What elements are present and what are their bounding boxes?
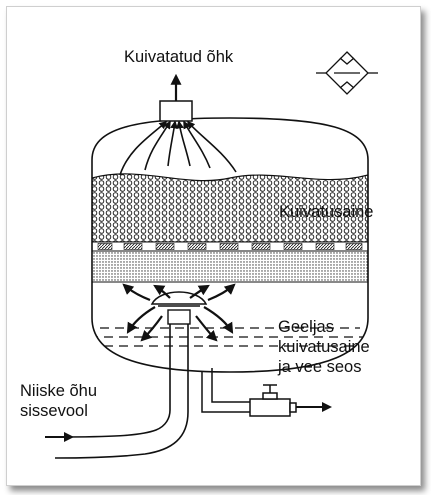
label-desiccant: Kuivatusaine [279,203,374,221]
drain-line [201,368,297,417]
label-liquid-line2: kuivatusaine [278,338,370,356]
drain-valve-body [249,398,291,417]
outlet-nozzle [159,100,193,122]
label-liquid-line1: Geeljas [278,318,334,336]
desiccant-bed [92,173,368,347]
label-liquid-line3: ja vee seos [278,358,362,376]
inlet-pipe [54,322,189,459]
label-inlet-line1: Niiske õhu [20,382,98,400]
diffuser-stem [167,309,191,325]
label-dried-air: Kuivatatud õhk [124,48,234,66]
dryer-symbol-icon [316,51,378,95]
flow-arrows-bottom [122,283,236,342]
flow-arrows-top [119,120,237,176]
label-inlet-line2: sissevool [20,402,88,420]
